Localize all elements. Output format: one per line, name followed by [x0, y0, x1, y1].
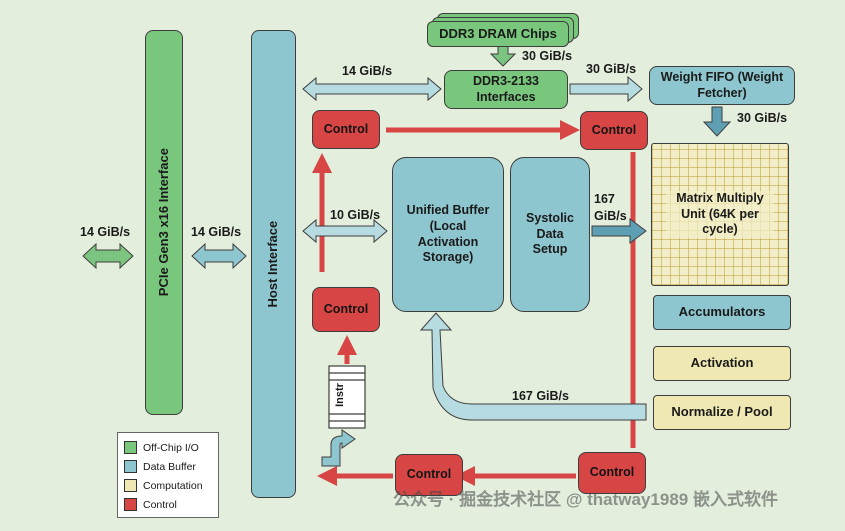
activation-block: Activation — [653, 346, 791, 381]
normalize-pool-block: Normalize / Pool — [653, 395, 791, 430]
weight-fifo-block: Weight FIFO (Weight Fetcher) — [649, 66, 795, 105]
bw-label-host-ub: 10 GiB/s — [330, 208, 381, 222]
legend: Off-Chip I/O Data Buffer Computation Con… — [117, 432, 219, 518]
legend-label-control: Control — [143, 498, 177, 511]
ddr3-interfaces-label: DDR3-2133 Interfaces — [472, 73, 539, 104]
arrow-instr-input — [321, 429, 356, 467]
arrow-return-to-ub — [419, 312, 647, 421]
instr-fifo — [328, 365, 366, 429]
bw-label-pcie-host: 14 GiB/s — [191, 225, 242, 239]
legend-item-offchip: Off-Chip I/O — [124, 438, 212, 457]
bw-label-return: 167 GiB/s — [512, 389, 569, 403]
bw-label-host-ddr3: 14 GiB/s — [342, 64, 393, 78]
legend-swatch-buffer — [124, 460, 137, 473]
ddr3-chips-block: DDR3 DRAM Chips — [427, 21, 569, 47]
control-block-mid-left: Control — [312, 287, 380, 332]
legend-label-buffer: Data Buffer — [143, 460, 196, 473]
bw-label-fifo-mmu: 30 GiB/s — [737, 111, 788, 125]
control-label-bottom-mid: Control — [406, 467, 452, 482]
arrow-external-io — [82, 242, 134, 270]
arrow-fifo-mmu — [702, 106, 732, 137]
legend-item-buffer: Data Buffer — [124, 457, 212, 476]
activation-label: Activation — [690, 355, 754, 371]
accumulators-label: Accumulators — [678, 304, 766, 320]
legend-item-control: Control — [124, 495, 212, 514]
bw-label-ddr3-fifo: 30 GiB/s — [586, 62, 637, 76]
watermark: 公众号 · 掘金技术社区 @ thatway1989 嵌入式软件 — [393, 490, 778, 509]
arrow-pcie-host — [191, 242, 247, 270]
legend-swatch-computation — [124, 479, 137, 492]
pcie-label: PCIe Gen3 x16 Interface — [155, 148, 171, 297]
host-interface-label: Host Interface — [265, 220, 281, 308]
control-block-top-right: Control — [580, 111, 648, 150]
control-lines — [312, 120, 636, 486]
bw-label-external: 14 GiB/s — [80, 225, 131, 239]
bw-label-systolic: 167 GiB/s — [594, 191, 634, 225]
unified-buffer-label: Unified Buffer (Local Activation Storage… — [406, 203, 490, 265]
control-label-top-left: Control — [323, 121, 369, 136]
ddr3-chips-label: DDR3 DRAM Chips — [439, 25, 557, 41]
bw-label-systolic-text: 167 GiB/s — [594, 192, 627, 223]
instr-fifo-body — [328, 365, 366, 429]
unified-buffer-block: Unified Buffer (Local Activation Storage… — [392, 157, 504, 312]
legend-label-offchip: Off-Chip I/O — [143, 441, 199, 454]
legend-swatch-offchip — [124, 441, 137, 454]
mmu-label: Matrix Multiply Unit (64K per cycle) — [666, 191, 774, 238]
host-interface-block: Host Interface — [251, 30, 296, 498]
accumulators-block: Accumulators — [653, 295, 791, 330]
normalize-pool-label: Normalize / Pool — [671, 404, 773, 420]
arrow-systolic-mmu — [591, 218, 647, 244]
legend-item-computation: Computation — [124, 476, 212, 495]
weight-fifo-label: Weight FIFO (Weight Fetcher) — [660, 69, 784, 100]
control-block-bottom-mid: Control — [395, 454, 463, 496]
arrow-ddr3-fifo — [569, 75, 643, 103]
arrow-host-ddr3 — [302, 76, 442, 102]
pcie-interface-block: PCIe Gen3 x16 Interface — [145, 30, 183, 415]
control-label-bottom-right: Control — [589, 465, 635, 480]
systolic-setup-label: Systolic Data Setup — [526, 211, 574, 257]
instr-label: Instr — [333, 383, 346, 407]
legend-swatch-control — [124, 498, 137, 511]
bw-label-chips: 30 GiB/s — [522, 49, 573, 63]
ddr3-interfaces-block: DDR3-2133 Interfaces — [444, 70, 568, 109]
control-label-mid-left: Control — [323, 301, 369, 316]
control-block-top-left: Control — [312, 110, 380, 149]
systolic-setup-block: Systolic Data Setup — [510, 157, 590, 312]
control-block-bottom-right: Control — [578, 452, 646, 494]
matrix-multiply-unit-block: Matrix Multiply Unit (64K per cycle) — [651, 143, 789, 286]
legend-label-computation: Computation — [143, 479, 203, 492]
arrow-host-ub — [302, 218, 388, 244]
control-label-top-right: Control — [591, 122, 637, 137]
